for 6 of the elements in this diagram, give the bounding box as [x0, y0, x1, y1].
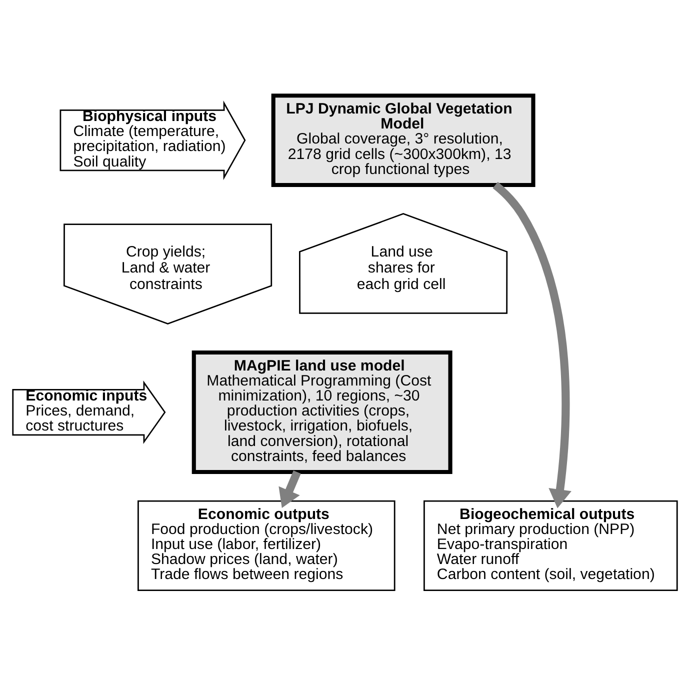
- node-box: LPJ Dynamic Global Vegetation Model Global coverage, 3° resolution, 2178 grid cells (~300x300km), 13 crop functional types: [271, 94, 536, 187]
- node-box: Economic outputs Food production (crops/livestock) Input use (labor, fertilizer) Shadow prices (land, water) Trade flows between regions: [138, 500, 396, 592]
- arrow: [492, 182, 572, 508]
- arrow: [278, 470, 301, 508]
- node-box: Biogeochemical outputs Net primary production (NPP) Evapo-transpiration Water runoff Carbon content (soil, vegetation): [424, 500, 678, 592]
- node-box: MAgPIE land use model Mathematical Programming (Cost minimization), 10 regions, ~30 production activities (crops, livestock, irrigation, biofuels, land conversion), rotational constraints, feed balances: [192, 350, 452, 474]
